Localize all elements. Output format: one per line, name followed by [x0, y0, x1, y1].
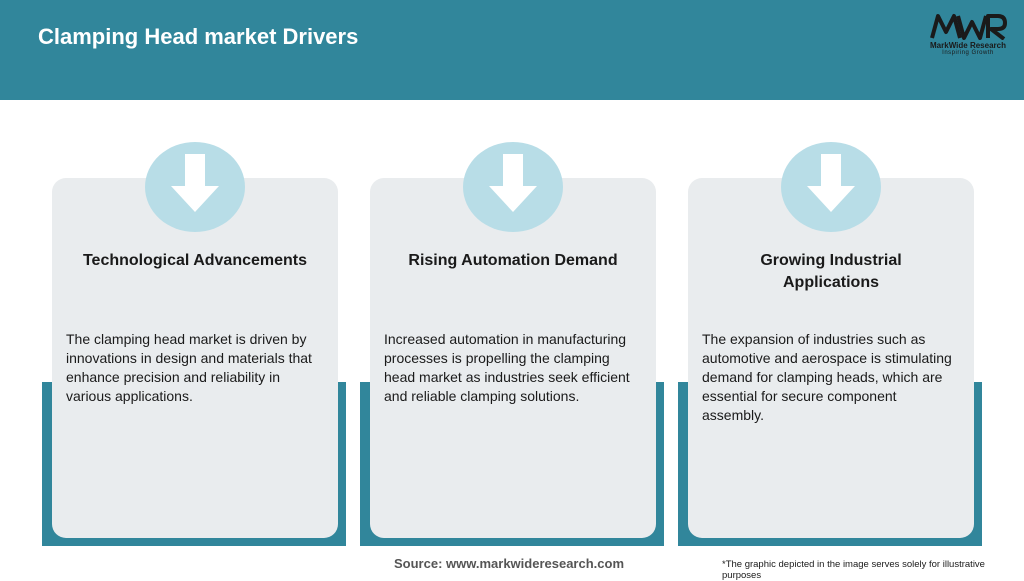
down-arrow-icon: [781, 142, 881, 232]
card-description: The clamping head market is driven by in…: [66, 331, 312, 404]
header-banner: Clamping Head market Drivers MarkWide Re…: [0, 0, 1024, 100]
driver-card-3: Growing Industrial Applications The expa…: [678, 142, 998, 548]
card-description: The expansion of industries such as auto…: [702, 331, 952, 423]
down-arrow-icon: [145, 142, 245, 232]
card-description: Increased automation in manufacturing pr…: [384, 331, 630, 404]
card-title: Technological Advancements: [82, 252, 308, 269]
page-title: Clamping Head market Drivers: [38, 24, 359, 49]
card-title: Growing Industrial Applications: [760, 252, 902, 291]
card-panel: Growing Industrial Applications The expa…: [688, 142, 974, 538]
driver-card-2: Rising Automation Demand Increased autom…: [360, 142, 680, 548]
company-logo: MarkWide Research Inspiring Growth: [918, 12, 1018, 60]
source-credit: Source: www.markwideresearch.com: [394, 556, 625, 571]
logo-name: MarkWide Research: [930, 41, 1006, 50]
card-panel: Technological Advancements The clamping …: [52, 142, 338, 538]
mwr-logo-icon: [930, 14, 1007, 40]
card-panel: Rising Automation Demand Increased autom…: [370, 142, 656, 538]
logo-tagline: Inspiring Growth: [942, 50, 994, 56]
down-arrow-icon: [463, 142, 563, 232]
driver-card-1: Technological Advancements The clamping …: [42, 142, 362, 548]
footnote: *The graphic depicted in the image serve…: [722, 559, 985, 581]
card-title: Rising Automation Demand: [408, 252, 618, 269]
